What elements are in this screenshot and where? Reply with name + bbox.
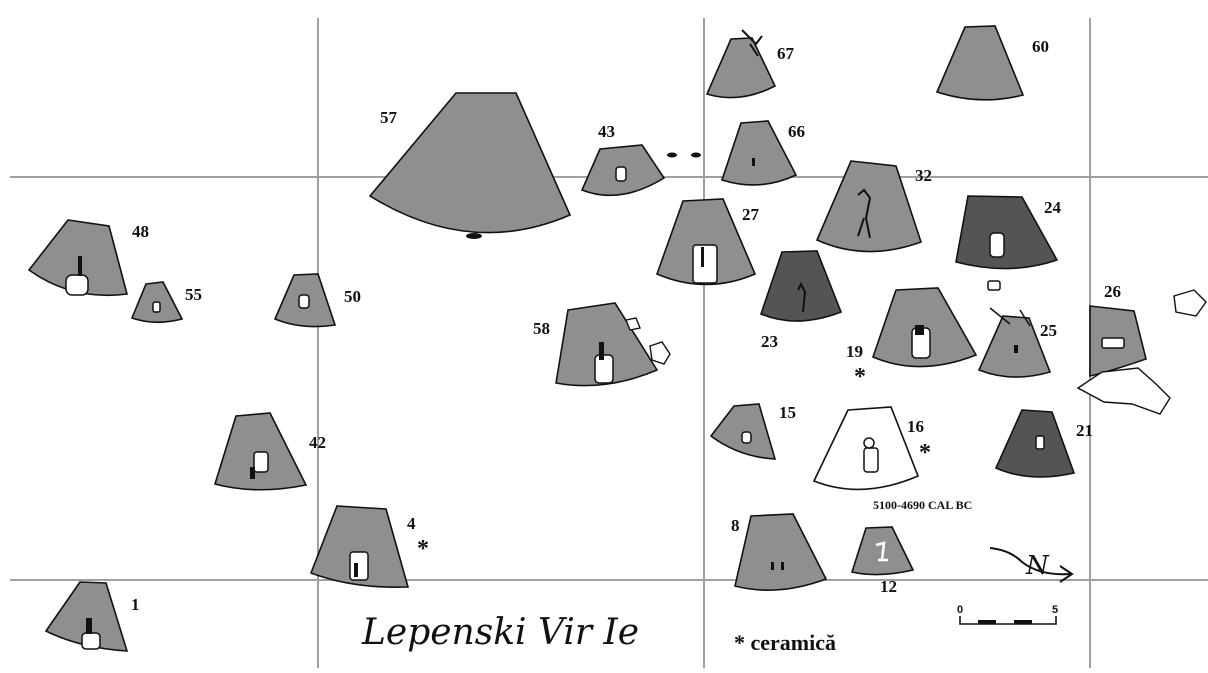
house-label-58: 58 bbox=[533, 319, 550, 338]
house-label-12: 12 bbox=[880, 577, 897, 596]
house-label-42: 42 bbox=[309, 433, 326, 452]
house-4 bbox=[309, 505, 410, 589]
house-26 bbox=[1089, 305, 1147, 377]
stone-near-58 bbox=[649, 341, 671, 365]
site-title: Lepenski Vir Ie bbox=[361, 612, 639, 653]
house-43 bbox=[580, 144, 701, 197]
house-label-26: 26 bbox=[1104, 282, 1121, 301]
house-12 bbox=[850, 526, 915, 576]
house-57 bbox=[368, 92, 572, 239]
house-58 bbox=[555, 302, 659, 387]
stone-slab bbox=[1173, 289, 1207, 317]
date-label: 5100-4690 CAL BC bbox=[873, 498, 972, 512]
north-label: N bbox=[1025, 551, 1050, 581]
house-label-50: 50 bbox=[344, 287, 361, 306]
house-label-16: 16 bbox=[907, 417, 924, 436]
house-8 bbox=[734, 513, 828, 591]
houses: 57 43 67 66 60 27 bbox=[27, 25, 1207, 652]
house-25 bbox=[977, 280, 1052, 378]
house-label-19: 19 bbox=[846, 342, 863, 361]
north-arrow: N bbox=[989, 547, 1074, 583]
house-21 bbox=[994, 409, 1076, 478]
house-label-55: 55 bbox=[185, 285, 202, 304]
house-label-48: 48 bbox=[132, 222, 149, 241]
house-55 bbox=[130, 281, 184, 324]
house-27 bbox=[655, 198, 757, 286]
house-label-21: 21 bbox=[1076, 421, 1093, 440]
stone-near-58b bbox=[625, 317, 641, 331]
house-24 bbox=[955, 195, 1059, 270]
house-label-43: 43 bbox=[598, 122, 615, 141]
house-label-8: 8 bbox=[731, 516, 740, 535]
house-label-67: 67 bbox=[777, 44, 795, 63]
house-label-4: 4 bbox=[407, 514, 416, 533]
house-label-57: 57 bbox=[380, 108, 398, 127]
ceramic-marker-19: * bbox=[854, 364, 866, 390]
ceramic-marker-16: * bbox=[919, 440, 931, 466]
house-48 bbox=[27, 219, 129, 297]
house-label-25: 25 bbox=[1040, 321, 1057, 340]
house-19 bbox=[872, 287, 978, 368]
house-label-60: 60 bbox=[1032, 37, 1049, 56]
stone-cluster bbox=[1076, 367, 1171, 415]
house-label-23: 23 bbox=[761, 332, 778, 351]
house-label-32: 32 bbox=[915, 166, 932, 185]
house-label-1: 1 bbox=[131, 595, 140, 614]
house-60 bbox=[935, 25, 1025, 101]
house-66 bbox=[720, 120, 798, 186]
house-23 bbox=[760, 250, 843, 322]
house-15 bbox=[709, 403, 777, 460]
scale-bar: 0 5 bbox=[957, 604, 1058, 625]
house-label-24: 24 bbox=[1044, 198, 1062, 217]
house-label-15: 15 bbox=[779, 403, 796, 422]
ceramic-marker-4: * bbox=[417, 536, 429, 562]
house-label-66: 66 bbox=[788, 122, 805, 141]
ceramic-legend: * ceramică bbox=[734, 630, 836, 655]
house-67 bbox=[705, 29, 777, 99]
scale-end: 5 bbox=[1052, 604, 1058, 616]
house-50 bbox=[273, 273, 337, 328]
house-1 bbox=[44, 581, 129, 652]
scale-start: 0 bbox=[957, 604, 963, 616]
house-32 bbox=[815, 160, 923, 253]
house-label-27: 27 bbox=[742, 205, 760, 224]
house-42 bbox=[213, 412, 308, 491]
house-16 bbox=[812, 406, 920, 491]
